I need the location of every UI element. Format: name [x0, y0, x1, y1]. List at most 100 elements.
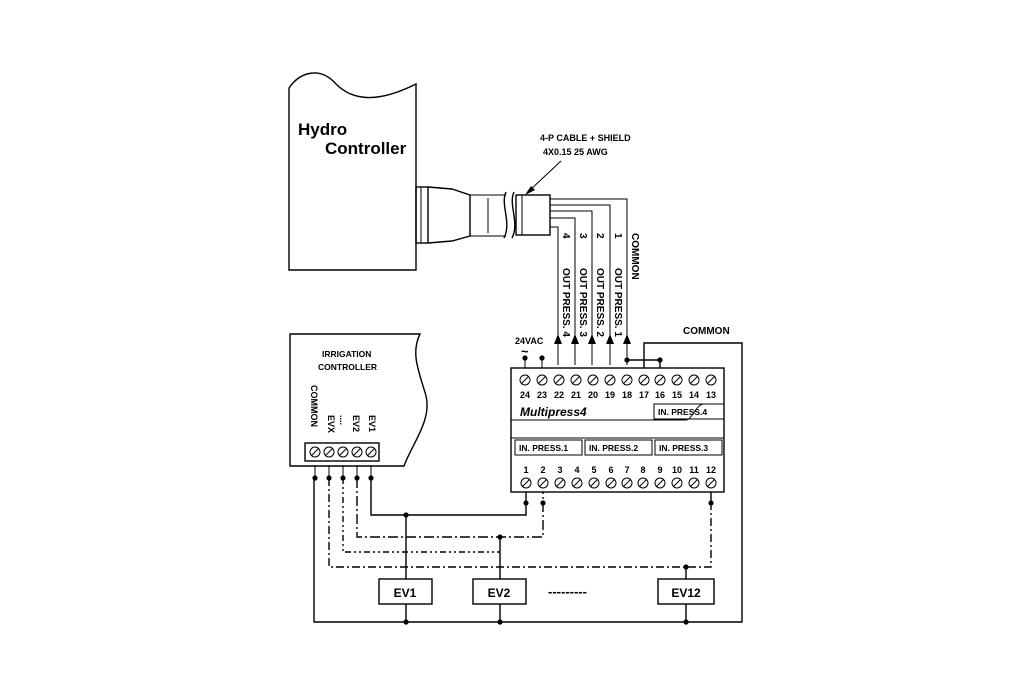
wire-evdots — [342, 478, 500, 553]
supply-dot-23 — [539, 355, 545, 361]
multipress-module — [510, 367, 725, 493]
ic-label-ev1: EV1 — [367, 415, 377, 432]
terminal-4: 4 — [571, 465, 583, 489]
hydro-controller-title-line2: Controller — [325, 139, 407, 158]
svg-text:7: 7 — [624, 465, 629, 475]
terminal-17: 17 — [638, 374, 650, 400]
hydro-controller-title-line1: Hydro — [298, 120, 347, 139]
svg-text:4: 4 — [574, 465, 579, 475]
terminal-21: 21 — [570, 374, 582, 400]
supply-label: 24VAC — [515, 336, 544, 346]
common-wire-top — [313, 342, 743, 623]
ic-label-dots: .... — [338, 415, 348, 425]
supply-symbol: ~ — [521, 344, 529, 359]
cable-arrow — [528, 160, 562, 192]
cable-arrow-head — [525, 186, 535, 195]
wire-arrowheads — [554, 334, 631, 344]
svg-text:3: 3 — [557, 465, 562, 475]
terminal-20: 20 — [587, 374, 599, 400]
in-press-2-tab — [584, 439, 653, 456]
valve-ev2-label: EV2 — [488, 586, 511, 600]
svg-text:16: 16 — [655, 390, 665, 400]
bottom-terminal-strip: 1 2 3 4 5 6 7 8 9 10 11 12 — [520, 465, 717, 489]
valve-ev12-label: EV12 — [671, 586, 701, 600]
cable-connector — [415, 186, 551, 244]
svg-text:22: 22 — [554, 390, 564, 400]
wire-num-3: 3 — [577, 233, 588, 239]
terminal-5: 5 — [588, 465, 600, 489]
wire-label-3: OUT PRESS. 3 — [577, 268, 588, 337]
hydro-controller-box — [288, 72, 417, 271]
svg-text:24: 24 — [520, 390, 530, 400]
multipress-name: Multipress4 — [520, 405, 587, 419]
wire-num-2: 2 — [594, 233, 605, 239]
svg-text:1: 1 — [523, 465, 528, 475]
common-label-top: COMMON — [683, 326, 730, 337]
svg-text:17: 17 — [639, 390, 649, 400]
terminal-7: 7 — [621, 465, 633, 489]
terminal-22: 22 — [553, 374, 565, 400]
terminal-16: 16 — [654, 374, 666, 400]
svg-text:14: 14 — [689, 390, 699, 400]
irrigation-controller-title-line2: CONTROLLER — [318, 362, 377, 372]
in-press-3-tab — [654, 439, 723, 456]
terminal-12: 12 — [705, 465, 717, 489]
svg-text:15: 15 — [672, 390, 682, 400]
terminal-19: 19 — [604, 374, 616, 400]
terminal-14: 14 — [688, 374, 700, 400]
wire-label-1: OUT PRESS. 1 — [612, 268, 623, 337]
terminal-13: 13 — [705, 374, 717, 400]
ic-terminals — [309, 446, 377, 458]
terminal-3: 3 — [554, 465, 566, 489]
terminal-10: 10 — [671, 465, 683, 489]
in-press-2-label: IN. PRESS.2 — [589, 443, 638, 453]
in-press-1-label: IN. PRESS.1 — [519, 443, 568, 453]
in-press-4-label: IN. PRESS.4 — [658, 407, 707, 417]
wire-label-4: OUT PRESS. 4 — [560, 268, 571, 337]
terminal-1: 1 — [520, 465, 532, 489]
svg-text:20: 20 — [588, 390, 598, 400]
svg-text:19: 19 — [605, 390, 615, 400]
in-press-1-tab — [514, 439, 583, 456]
wire-label-2: OUT PRESS. 2 — [594, 268, 605, 337]
terminal-9: 9 — [654, 465, 666, 489]
terminal-18: 18 — [621, 374, 633, 400]
wire-ev1 — [370, 478, 527, 516]
valve-ev1-label: EV1 — [394, 586, 417, 600]
svg-text:8: 8 — [640, 465, 645, 475]
wire-evx — [328, 478, 712, 568]
svg-text:11: 11 — [689, 465, 699, 475]
svg-text:5: 5 — [591, 465, 596, 475]
terminal-8: 8 — [637, 465, 649, 489]
irrigation-controller-box — [289, 333, 428, 467]
wire-ev2 — [356, 478, 544, 538]
ic-label-ev2: EV2 — [351, 415, 361, 432]
cable-label-line2: 4X0.15 25 AWG — [543, 147, 608, 157]
terminal-2: 2 — [537, 465, 549, 489]
in-press-4-tab — [653, 403, 725, 420]
svg-text:18: 18 — [622, 390, 632, 400]
valve-continuation: --------- — [548, 584, 587, 599]
svg-text:23: 23 — [537, 390, 547, 400]
terminal-23: 23 — [536, 374, 548, 400]
cable-wires — [550, 198, 628, 365]
svg-text:9: 9 — [657, 465, 662, 475]
svg-text:13: 13 — [706, 390, 716, 400]
terminal-6: 6 — [605, 465, 617, 489]
wire-num-4: 4 — [560, 233, 571, 239]
terminal-15: 15 — [671, 374, 683, 400]
ic-terminal-block — [304, 442, 380, 462]
svg-text:10: 10 — [672, 465, 682, 475]
wire-num-1: 1 — [612, 233, 623, 239]
irrigation-controller-title-line1: IRRIGATION — [322, 349, 371, 359]
ic-label-evx: EVX — [326, 415, 336, 433]
svg-text:2: 2 — [540, 465, 545, 475]
top-terminal-strip: 24 23 22 21 20 19 18 17 16 15 14 13 — [519, 374, 717, 400]
svg-text:6: 6 — [608, 465, 613, 475]
svg-text:21: 21 — [571, 390, 581, 400]
ic-label-common: COMMON — [309, 385, 319, 427]
in-press-3-label: IN. PRESS.3 — [659, 443, 708, 453]
cable-label-line1: 4-P CABLE + SHIELD — [540, 133, 631, 143]
supply-dot-24 — [522, 355, 528, 361]
